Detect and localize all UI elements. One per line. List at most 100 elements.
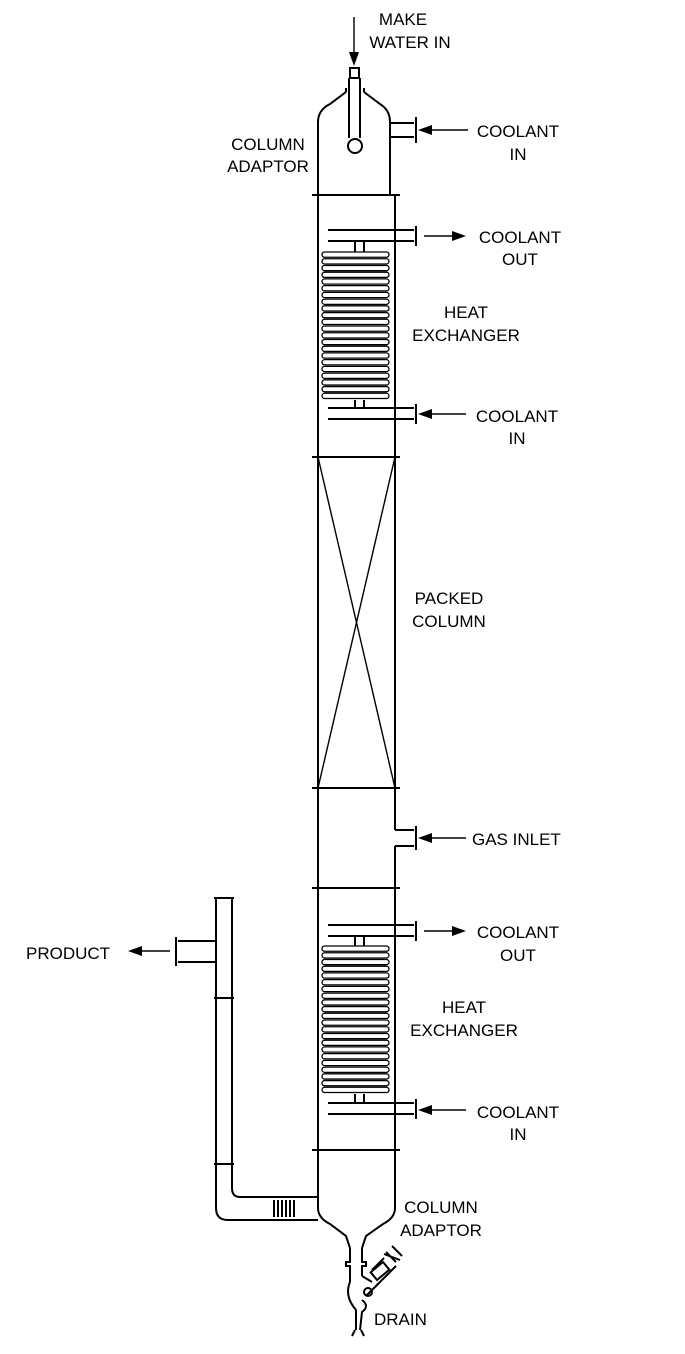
label-coolant-in-top: COOLANT IN [477,122,559,164]
lower-heat-exchanger-coil [321,945,390,1094]
svg-text:EXCHANGER: EXCHANGER [412,326,520,345]
svg-text:ADAPTOR: ADAPTOR [227,157,309,176]
coil-turn [321,1086,390,1094]
coil-turn [321,311,390,319]
product-bellows [273,1200,295,1217]
coil-turn [321,1059,390,1067]
coil-turn [321,1005,390,1013]
upper-heat-exchanger-shell [317,195,396,457]
coil-turn [321,385,390,393]
label-column-adaptor-bottom: COLUMN ADAPTOR [400,1198,482,1240]
label-drain: DRAIN [374,1310,427,1329]
make-water-dip-tube [347,67,363,154]
label-coolant-in-lower: COOLANT IN [477,1103,559,1144]
label-product: PRODUCT [26,944,110,963]
upper-coolant-in-nozzle [328,400,466,424]
label-heat-exchanger-lower: HEAT EXCHANGER [410,998,518,1040]
coil-turn [321,318,390,326]
label-gas-inlet: GAS INLET [472,830,561,849]
coil-turn [321,1039,390,1047]
coil-turn [321,291,390,299]
product-side-arm [214,897,318,1221]
label-coolant-out-upper: COOLANT OUT [479,228,561,269]
label-coolant-out-lower: COOLANT OUT [477,923,559,965]
make-water-inlet-arrow [349,17,359,66]
coil-turn [321,284,390,292]
coil-turn [321,325,390,332]
coil-turn [321,999,390,1006]
coil-turn [321,264,390,272]
svg-text:HEAT: HEAT [444,303,488,322]
svg-text:IN: IN [510,1125,527,1144]
svg-text:COOLANT: COOLANT [476,407,558,426]
packed-column-section [317,456,396,789]
coil-turn [321,1046,390,1053]
svg-text:WATER IN: WATER IN [369,33,450,52]
coil-turn [321,338,390,346]
svg-text:OUT: OUT [502,250,538,269]
svg-text:ADAPTOR: ADAPTOR [400,1221,482,1240]
svg-text:COOLANT: COOLANT [479,228,561,247]
svg-text:MAKE: MAKE [379,10,427,29]
label-column-adaptor-top: COLUMN ADAPTOR [227,135,309,176]
svg-text:COLUMN: COLUMN [404,1198,478,1217]
svg-text:COOLANT: COOLANT [477,923,559,942]
lower-coolant-out-nozzle [328,921,466,946]
coil-turn [321,1026,390,1033]
coil-turn [321,258,390,265]
coil-turn [321,945,390,952]
svg-text:OUT: OUT [500,946,536,965]
coil-turn [321,1066,390,1073]
svg-text:IN: IN [510,145,527,164]
svg-text:COLUMN: COLUMN [412,612,486,631]
label-coolant-in-upper: COOLANT IN [476,407,558,448]
coil-turn [321,952,390,959]
coil-turn [321,965,390,973]
coil-turn [321,332,390,339]
svg-text:COOLANT: COOLANT [477,122,559,141]
svg-text:EXCHANGER: EXCHANGER [410,1021,518,1040]
coil-turn [321,1012,390,1020]
column-adaptor-bottom [317,1150,396,1249]
coil-turn [321,1073,390,1080]
coil-turn [321,352,390,359]
label-make-water-in: MAKE WATER IN [369,10,450,52]
coil-turn [321,278,390,285]
coil-turn [321,251,390,258]
drain-stopcock [345,1245,403,1337]
coil-turn [321,992,390,999]
lower-coolant-in-nozzle [328,1094,466,1119]
coil-turn [321,958,390,966]
coil-turn [321,305,390,312]
label-packed-column: PACKED COLUMN [412,589,486,631]
upper-coolant-out-nozzle [328,226,466,252]
coil-turn [321,271,390,279]
product-outlet-nozzle [128,937,216,966]
gas-inlet-section [317,788,466,888]
label-heat-exchanger-upper: HEAT EXCHANGER [412,303,520,345]
coil-turn [321,392,390,400]
coil-turn [321,379,390,386]
coil-turn [321,1032,390,1040]
coil-turn [321,985,390,993]
svg-text:PACKED: PACKED [415,589,484,608]
svg-text:IN: IN [509,429,526,448]
coil-turn [321,972,390,979]
coil-turn [321,1079,390,1087]
coolant-in-top-nozzle [390,117,468,143]
coil-turn [321,1052,390,1060]
svg-text:COLUMN: COLUMN [231,135,305,154]
coil-turn [321,365,390,373]
coil-turn [321,358,390,366]
column-adaptor-top [317,88,391,195]
upper-heat-exchanger-coil [321,251,390,400]
svg-text:COOLANT: COOLANT [477,1103,559,1122]
svg-text:HEAT: HEAT [442,998,486,1017]
coil-turn [321,345,390,353]
lower-heat-exchanger-shell [317,888,396,1150]
coil-turn [321,372,390,379]
coil-turn [321,978,390,986]
coil-turn [321,1019,390,1026]
coil-turn [321,298,390,305]
